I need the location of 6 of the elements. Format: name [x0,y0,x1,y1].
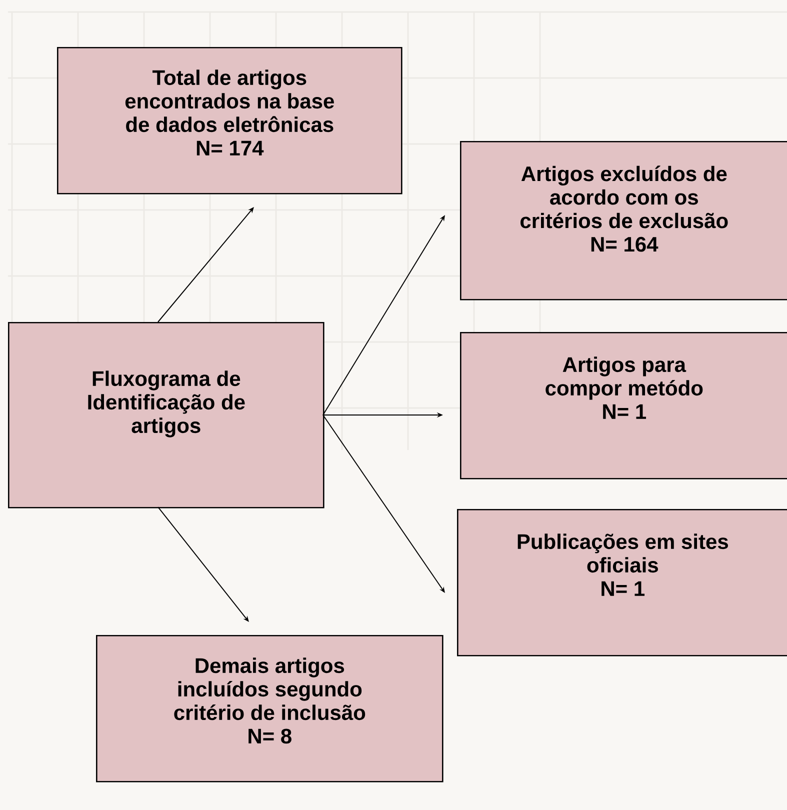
flow-box: Artigos para compor metódo N= 1 [460,332,787,480]
flow-box: Publicações em sites oficiais N= 1 [457,509,787,656]
flow-box: Total de artigos encontrados na base de dados eletrônicas N= 174 [57,47,402,194]
flow-box: Fluxograma de Identificação de artigos [8,322,324,508]
flow-box: Artigos excluídos de acordo com os critérios de exclusão N= 164 [460,141,787,300]
flow-box: Demais artigos incluídos segundo critério de inclusão N= 8 [96,635,444,782]
